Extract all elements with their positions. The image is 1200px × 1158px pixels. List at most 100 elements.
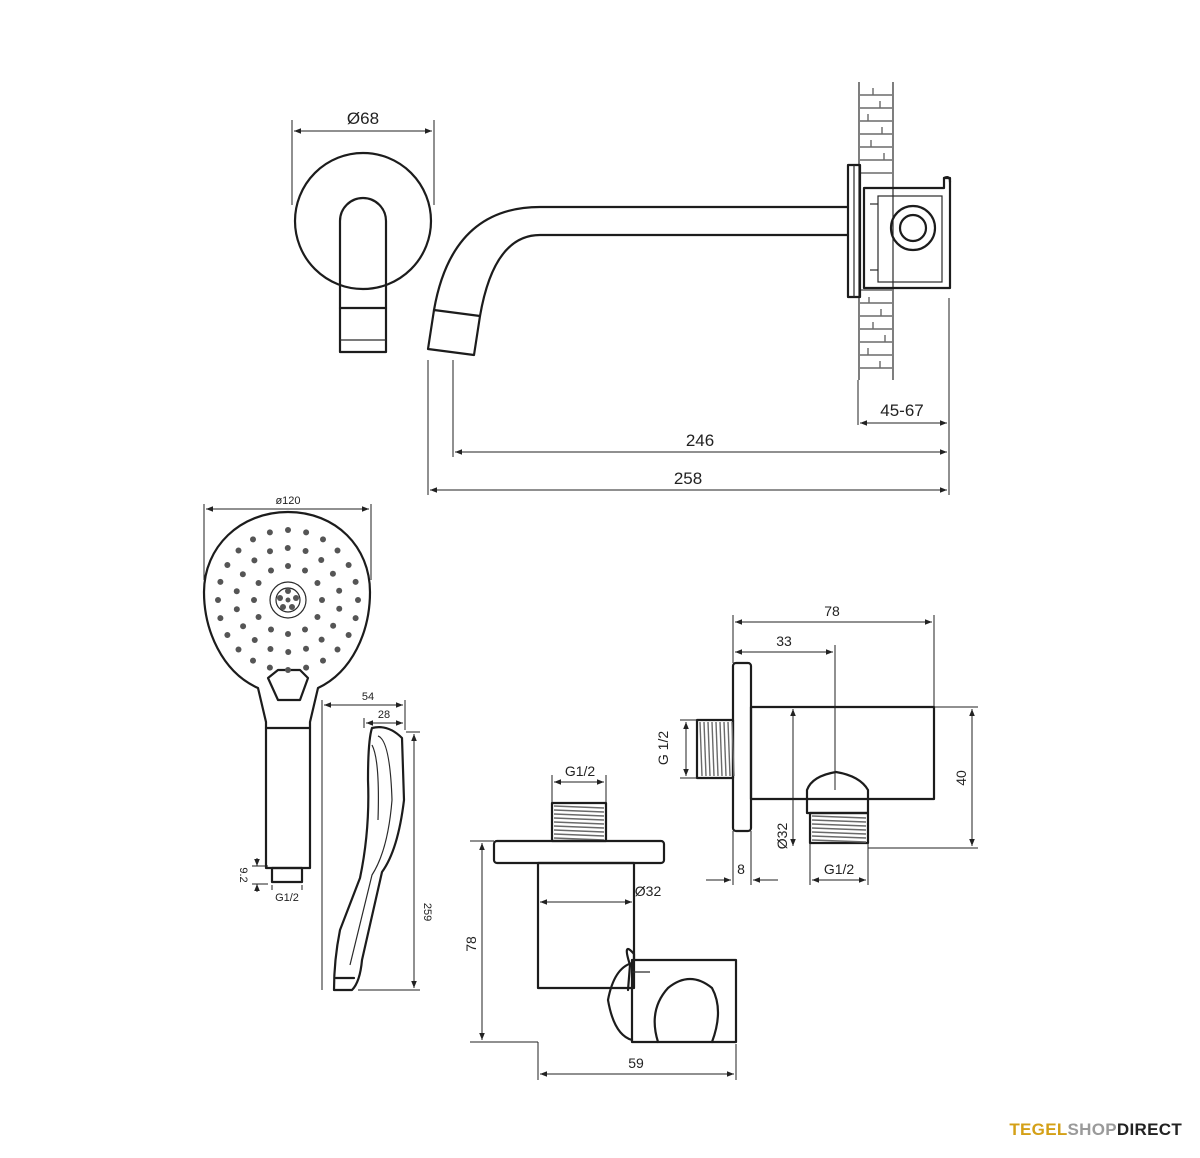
nozzle-dot <box>250 536 256 543</box>
nozzle-dot <box>285 667 291 673</box>
nozzle-dot <box>345 632 352 638</box>
brand-part-2: SHOP <box>1067 1120 1117 1139</box>
nozzle-dot <box>329 570 336 577</box>
grip-width-label: 28 <box>378 709 390 721</box>
thread-line <box>703 721 707 777</box>
nozzle-dot <box>320 536 326 543</box>
nozzle-dot <box>215 597 221 603</box>
nozzle-dot <box>233 588 240 595</box>
thread-line <box>811 839 867 843</box>
spray-nozzle-pattern <box>269 581 307 619</box>
hand-shower-thread-label: G1/2 <box>275 892 299 904</box>
nozzle-dot <box>251 636 258 643</box>
nozzle-dot <box>320 657 326 664</box>
nozzle-dot <box>314 580 321 586</box>
nozzle-dot <box>334 646 341 653</box>
thread-line <box>811 819 867 823</box>
shower-holder-view: G1/2 78 Ø32 59 <box>463 763 738 1080</box>
nozzle-dot <box>345 562 352 568</box>
nozzle-dot <box>266 548 273 555</box>
nozzle-dot <box>224 632 231 638</box>
nozzle-dot <box>251 557 258 564</box>
thread-line <box>711 721 715 777</box>
nozzle-dot <box>235 547 242 554</box>
nozzle-dot <box>285 527 291 533</box>
hand-shower-side-view: 54 28 259 <box>321 691 433 992</box>
nozzle-dot <box>285 631 291 637</box>
thread-line <box>731 721 735 777</box>
holder-height-label: 78 <box>463 936 479 952</box>
nozzle-dot <box>233 606 240 613</box>
elbow-height-label: 40 <box>953 770 969 786</box>
spout-reach-label: 246 <box>686 431 714 450</box>
nozzle-dot <box>318 636 325 643</box>
nozzle-dot <box>250 657 256 664</box>
nozzle-dot <box>302 548 309 555</box>
nozzle-dot <box>318 557 325 564</box>
nozzle-dot <box>285 563 291 569</box>
nozzle-dot <box>303 645 310 652</box>
thread-line <box>811 831 867 835</box>
thread-line <box>811 823 867 827</box>
nozzle-dot <box>319 597 325 603</box>
nozzle-dot <box>255 580 262 586</box>
brand-logo: TEGELSHOPDIRECT <box>1009 1120 1182 1140</box>
nozzle-dot <box>240 623 247 630</box>
elbow-inlet-thread-label: G 1/2 <box>655 731 671 765</box>
nozzle-dot <box>266 529 273 536</box>
nozzle-dot <box>255 614 262 620</box>
thread-line <box>811 815 867 819</box>
holder-thread-label: G1/2 <box>565 763 596 779</box>
spout-side-view: 45-67 246 258 <box>426 82 952 495</box>
hand-shower-depth-label: 54 <box>362 691 374 703</box>
thread-line <box>699 721 703 777</box>
nozzle-dot <box>284 545 291 552</box>
thread-line <box>553 817 605 821</box>
wall-depth-label: 45-67 <box>880 401 923 420</box>
nozzle-dot <box>336 587 343 594</box>
nozzle-dot <box>352 615 359 622</box>
nozzle-dot <box>314 614 321 620</box>
elbow-outlet-thread-label: G1/2 <box>824 861 855 877</box>
thread-line <box>811 827 867 831</box>
thread-line <box>553 825 605 829</box>
spout-diameter-label: Ø68 <box>347 109 379 128</box>
nozzle-dot <box>266 664 273 671</box>
wall-elbow-view: 78 33 G 1/2 40 Ø32 8 G1/2 <box>655 603 978 885</box>
nozzle-dot <box>224 562 231 568</box>
thread-line <box>723 721 727 777</box>
flange-thickness-label: 8 <box>737 861 745 877</box>
hand-shower-length-label: 259 <box>421 903 433 921</box>
thread-line <box>553 805 605 809</box>
nozzle-dot <box>217 615 224 622</box>
nozzle-dot <box>251 597 257 603</box>
spout-total-label: 258 <box>674 469 702 488</box>
nozzle-dot <box>352 578 359 585</box>
nozzle-dot <box>217 578 224 585</box>
elbow-center-label: 33 <box>776 633 792 649</box>
elbow-width-label: 78 <box>824 603 840 619</box>
thread-line <box>811 835 867 839</box>
spout-front-view: Ø68 <box>291 109 435 354</box>
thread-line <box>553 837 605 841</box>
nozzles <box>215 527 361 673</box>
brand-part-1: TEGEL <box>1009 1120 1068 1139</box>
thread-line <box>553 809 605 813</box>
nozzle-dot <box>235 646 242 653</box>
holder-width-label: 59 <box>628 1055 644 1071</box>
hand-shower-front-view: ø120 9.2 G1/2 <box>202 495 372 904</box>
nozzle-dot <box>334 547 341 554</box>
nozzle-dot <box>302 567 308 574</box>
nozzle-dot <box>268 626 274 633</box>
nozzle-dot <box>268 567 274 574</box>
thread-line <box>707 721 711 777</box>
nozzle-dot <box>330 622 337 629</box>
nozzle-dot <box>303 664 310 671</box>
nozzle-dot <box>267 645 274 652</box>
thread-line <box>727 721 731 777</box>
thread-line <box>553 821 605 825</box>
thread-line <box>553 813 605 817</box>
brand-part-3: DIRECT <box>1116 1120 1182 1139</box>
elbow-diameter-label: Ø32 <box>774 823 790 850</box>
